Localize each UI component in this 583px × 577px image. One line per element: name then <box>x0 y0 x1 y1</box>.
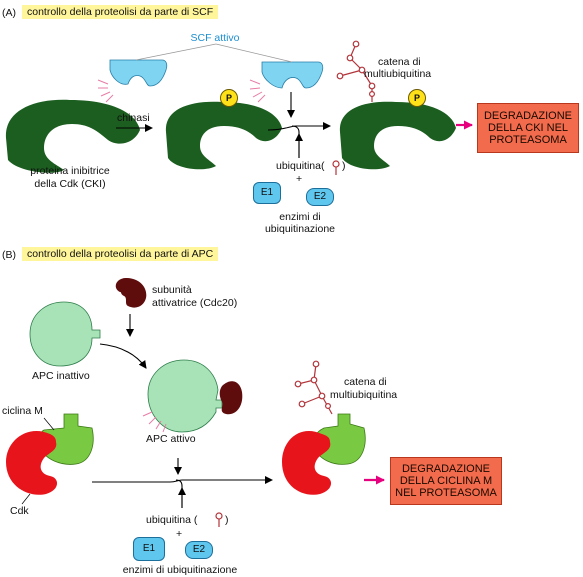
panel-a-title: controllo della proteolisi da parte di S… <box>22 5 219 19</box>
subunit-label-1: subunità <box>152 284 192 296</box>
panel-a-label: (A) <box>2 7 16 19</box>
phosphate-marker-1: P <box>220 89 238 107</box>
result-box-b: DEGRADAZIONE DELLA CICLINA M NEL PROTEAS… <box>390 457 502 505</box>
scf-right-shape <box>261 61 324 89</box>
result-box-a: DEGRADAZIONE DELLA CKI NEL PROTEASOMA <box>477 103 579 153</box>
e2-enzyme-b: E2 <box>185 541 213 559</box>
apc-inactive-label: APC inattivo <box>32 370 90 382</box>
chain-label-a-2: multiubiquitina <box>364 68 432 80</box>
ubiquitin-label-a: ubiquitina( <box>276 160 325 172</box>
ubiquitin-icon-b <box>215 512 223 527</box>
cdk-right-shape <box>282 430 332 495</box>
scf-left-shape <box>109 59 168 87</box>
cdc20-shape <box>115 278 147 308</box>
result-b-line-3: NEL PROTEASOMA <box>395 487 497 499</box>
apc-cdc20-bound-shape <box>219 381 243 415</box>
cdk-label: Cdk <box>10 505 29 517</box>
ubiquitin-label-b: ubiquitina ( <box>146 514 198 526</box>
result-b-line-1: DEGRADAZIONE <box>401 463 490 475</box>
enzymes-label-a-1: enzimi di <box>279 211 321 223</box>
ubiquitin-close-b: ) <box>225 514 229 526</box>
phosphate-marker-2: P <box>408 89 426 107</box>
cki-protein-shape <box>5 99 141 173</box>
apc-inactive-shape <box>29 301 101 367</box>
apc-active-shape <box>147 359 223 433</box>
apc-activity-marks <box>142 411 167 433</box>
scf-activity-marks <box>97 79 266 103</box>
result-a-line-3: PROTEASOMA <box>489 134 567 146</box>
cki-label-2: della Cdk (CKI) <box>34 178 106 190</box>
e2-enzyme-a: E2 <box>306 188 334 206</box>
plus-a: + <box>296 173 303 185</box>
scf-active-label: SCF attivo <box>190 32 240 44</box>
apc-active-label: APC attivo <box>146 433 196 445</box>
multiubiquitin-chain-a <box>336 40 376 102</box>
panel-b-label: (B) <box>2 249 16 261</box>
result-a-line-2: DELLA CKI NEL <box>487 122 569 134</box>
subunit-label-2: attivatrice (Cdc20) <box>152 297 238 309</box>
cyclin-m-label: ciclina M <box>2 405 43 417</box>
e1-enzyme-b: E1 <box>133 537 165 561</box>
cki-label-1: proteina inibitrice <box>30 165 110 177</box>
ubiquitin-close-a: ) <box>342 160 346 172</box>
enzymes-label-a-2: ubiquitinazione <box>264 223 336 235</box>
kinase-label: chinasi <box>117 112 150 124</box>
ubiquitin-icon <box>332 160 340 175</box>
cki-phosphorylated-shape <box>165 101 282 170</box>
result-b-line-2: DELLA CICLINA M <box>399 475 493 487</box>
multiubiquitin-chain-b <box>294 360 333 415</box>
cki-ubiquitinated-shape <box>339 101 456 170</box>
chain-label-b-2: multiubiquitina <box>330 389 398 401</box>
cdk-shape <box>6 430 58 495</box>
enzymes-label-b: enzimi di ubiquitinazione <box>122 564 238 576</box>
e1-enzyme-a: E1 <box>253 182 281 204</box>
chain-label-a-1: catena di <box>378 56 421 68</box>
chain-label-b-1: catena di <box>344 376 387 388</box>
plus-b: + <box>176 528 183 540</box>
result-a-line-1: DEGRADAZIONE <box>483 110 572 122</box>
panel-b-title: controllo della proteolisi da parte di A… <box>22 247 219 261</box>
